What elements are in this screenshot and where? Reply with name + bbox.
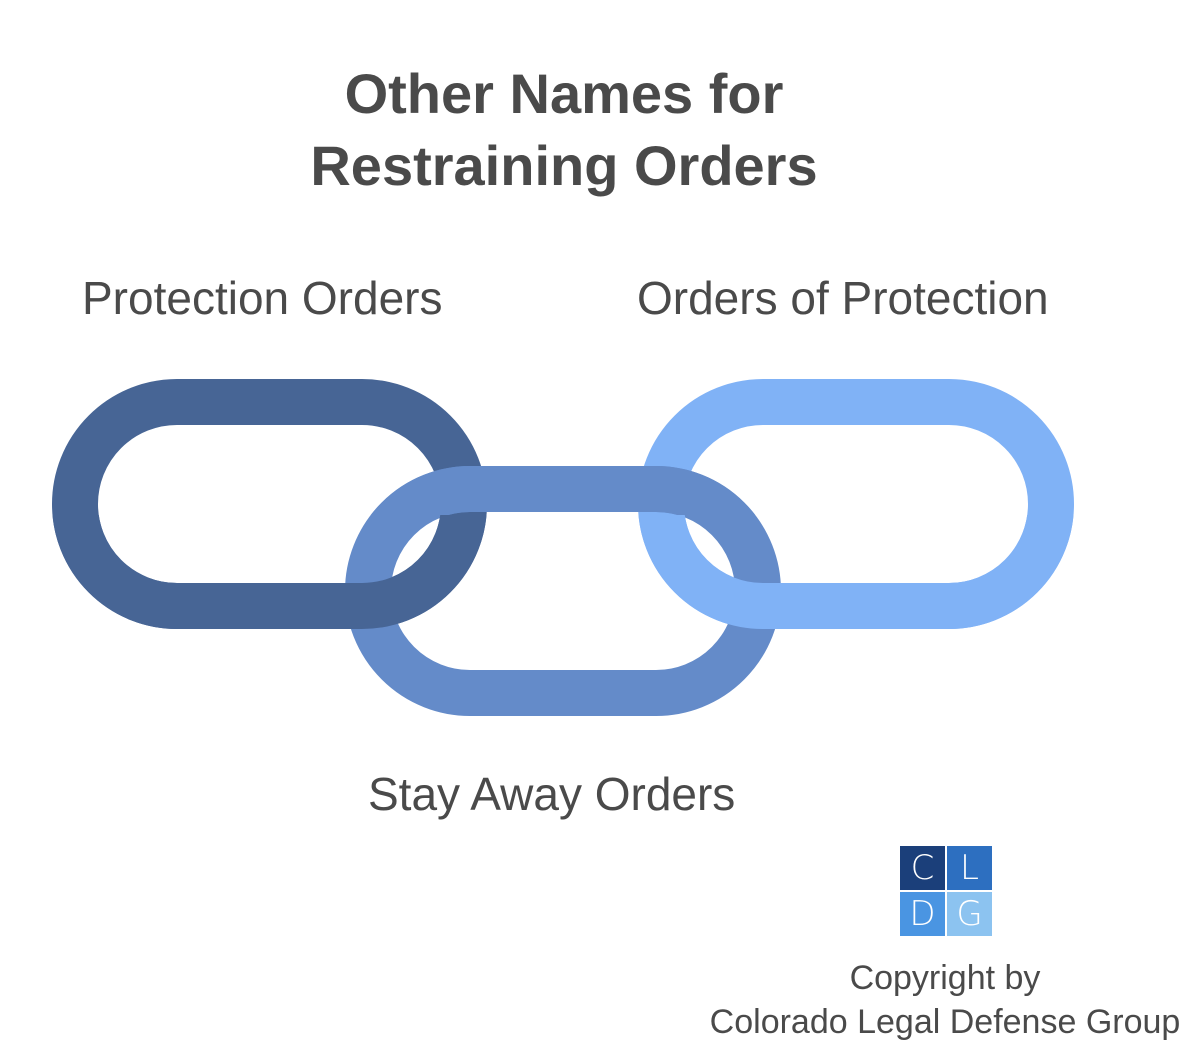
logo-letter-g: G bbox=[947, 892, 992, 936]
label-stay-away-orders: Stay Away Orders bbox=[368, 768, 736, 820]
label-protection-orders: Protection Orders bbox=[82, 272, 443, 324]
chain-link-left-overlap bbox=[52, 515, 487, 629]
cldg-logo: C L D G bbox=[900, 846, 994, 938]
chain-link-middle-overlap bbox=[370, 466, 756, 515]
diagram-title: Other Names for Restraining Orders bbox=[0, 58, 1128, 202]
copyright-notice: Copyright by Colorado Legal Defense Grou… bbox=[690, 956, 1200, 1044]
logo-letter-d: D bbox=[900, 892, 945, 936]
title-line-2: Restraining Orders bbox=[310, 134, 818, 197]
label-orders-of-protection: Orders of Protection bbox=[637, 272, 1049, 324]
title-line-1: Other Names for bbox=[344, 62, 784, 125]
copyright-line-1: Copyright by bbox=[849, 959, 1041, 997]
copyright-line-2: Colorado Legal Defense Group bbox=[709, 1003, 1181, 1041]
logo-letter-c: C bbox=[900, 846, 945, 890]
logo-letter-l: L bbox=[947, 846, 992, 890]
chain-link-right-overlap bbox=[638, 515, 1074, 629]
